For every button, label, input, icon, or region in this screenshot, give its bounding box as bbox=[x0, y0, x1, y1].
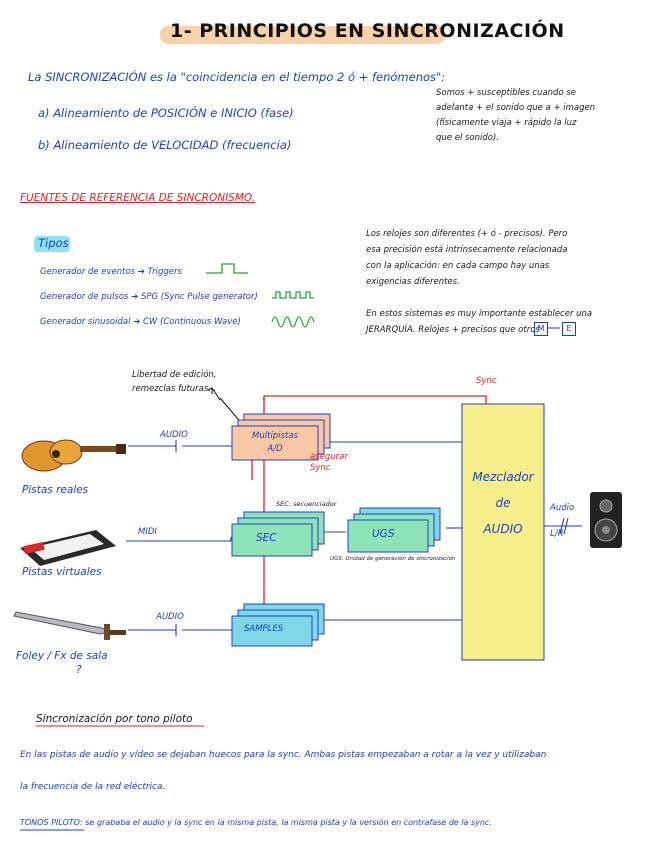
side-note-line: Somos + susceptibles cuando se bbox=[436, 88, 576, 98]
sec-stack bbox=[231, 511, 325, 557]
title-highlight bbox=[160, 26, 445, 44]
multipistas-stack bbox=[231, 413, 331, 461]
mixer-box bbox=[461, 403, 545, 661]
audio-label-2: AUDIO bbox=[156, 612, 184, 622]
clocks-note-line: Los relojes son diferentes (+ ó - precis… bbox=[366, 229, 568, 239]
hierarchy-note: En estos sistemas es muy importante esta… bbox=[366, 306, 592, 338]
tono-piloto-line: TONOS PILOTO: se grababa el audio y la s… bbox=[20, 818, 492, 827]
sync-definition: La SINCRONIZACIÓN es la "coincidencia en… bbox=[28, 70, 446, 84]
side-note: Somos + susceptibles cuando se adelanta … bbox=[436, 86, 595, 146]
libertad-note: Libertad de edición, remezclas futuras..… bbox=[132, 368, 217, 396]
libertad-note-line: remezclas futuras... bbox=[132, 384, 217, 394]
clocks-note: Los relojes son diferentes (+ ó - precis… bbox=[366, 226, 567, 290]
pistas-reales-label: Pistas reales bbox=[22, 484, 89, 496]
audio-out-line: // bbox=[550, 515, 574, 528]
keyboard-icon bbox=[20, 530, 116, 566]
libertad-note-line: Libertad de edición, bbox=[132, 370, 217, 380]
hierarchy-note-line: JERARQUÍA. Relojes + precisos que otros bbox=[366, 325, 540, 335]
clocks-note-line: con la aplicación: en cada campo hay una… bbox=[366, 261, 550, 271]
types-highlight bbox=[34, 236, 70, 252]
speaker-icon bbox=[590, 492, 622, 548]
trigger-wave bbox=[206, 263, 248, 274]
ugs-stack bbox=[347, 507, 441, 553]
item-a: a) Alineamiento de POSICIÓN e INICIO (fa… bbox=[38, 106, 294, 120]
side-note-line: que el sonido). bbox=[436, 133, 499, 143]
type-events: Generador de eventos ➔ Triggers bbox=[40, 267, 182, 277]
references-heading: FUENTES DE REFERENCIA DE SINCRONISMO. bbox=[20, 192, 256, 204]
foley-label: Foley / Fx de sala bbox=[16, 650, 108, 662]
asegurar-line: asegurar bbox=[310, 452, 348, 462]
side-note-line: (físicamente viaja + rápido la luz bbox=[436, 118, 577, 128]
multipistas-line: A/D bbox=[267, 444, 283, 454]
question-mark: ? bbox=[76, 664, 82, 676]
clocks-note-line: esa precisión está intrínsecamente relac… bbox=[366, 245, 568, 255]
mixer-label: Mezclador de AUDIO bbox=[466, 464, 540, 542]
sine-wave bbox=[271, 316, 315, 328]
sword-icon bbox=[13, 611, 126, 640]
ugs-label: UGS bbox=[372, 528, 395, 540]
type-sine: Generador sinusoidal ➔ CW (Continuous Wa… bbox=[40, 317, 241, 327]
mixer-line: AUDIO bbox=[483, 522, 523, 536]
hierarchy-note-line: En estos sistemas es muy importante esta… bbox=[366, 309, 593, 319]
pilot-paragraph-line: la frecuencia de la red eléctrica. bbox=[20, 782, 166, 792]
sync-label: Sync bbox=[476, 376, 497, 386]
audio-out-line: Audio bbox=[550, 503, 575, 513]
audio-out-label: Audio // L/R bbox=[550, 502, 574, 541]
item-b: b) Alineamiento de VELOCIDAD (frecuencia… bbox=[38, 138, 292, 152]
tono-piloto-text: : se grababa el audio y la sync en la mi… bbox=[80, 818, 492, 827]
samples-stack bbox=[231, 603, 325, 647]
mixer-line: Mezclador bbox=[472, 470, 534, 484]
pulse-wave bbox=[272, 291, 314, 299]
side-note-line: adelanta + el sonido que a + imagen bbox=[436, 103, 596, 113]
guitar-icon bbox=[21, 439, 126, 472]
tono-piloto-label: TONOS PILOTO bbox=[20, 818, 81, 827]
asegurar-sync-label: asegurar Sync bbox=[310, 452, 348, 474]
ugs-note: UGS: Unidad de generación de sincronizac… bbox=[330, 556, 456, 562]
audio-label-1: AUDIO bbox=[160, 430, 188, 440]
midi-label: MIDI bbox=[138, 527, 157, 537]
multipistas-line: Multipistas bbox=[252, 431, 298, 441]
page-title: 1- PRINCIPIOS EN SINCRONIZACIÓN bbox=[170, 20, 565, 42]
clocks-note-line: exigencias diferentes. bbox=[366, 277, 460, 287]
sec-label: SEC bbox=[256, 532, 277, 544]
hierarchy-e-box: E bbox=[562, 322, 576, 336]
samples-label: SAMPLES bbox=[244, 624, 284, 634]
hierarchy-m-box: M bbox=[534, 322, 548, 336]
multipistas-label: Multipistas A/D bbox=[240, 430, 310, 456]
pilot-paragraph-line: En las pistas de audio y vídeo se dejaba… bbox=[20, 750, 547, 760]
sec-note: SEC: secuenciador bbox=[276, 500, 337, 508]
mixer-line: de bbox=[495, 496, 511, 510]
pilot-heading: Sincronización por tono piloto bbox=[36, 713, 193, 725]
pistas-virtuales-label: Pistas virtuales bbox=[22, 566, 102, 578]
asegurar-line: Sync bbox=[310, 463, 331, 473]
types-label: Tipos bbox=[38, 236, 69, 250]
type-pulses: Generador de pulsos ➔ SPG (Sync Pulse ge… bbox=[40, 292, 258, 302]
audio-out-line: L/R bbox=[550, 529, 564, 539]
